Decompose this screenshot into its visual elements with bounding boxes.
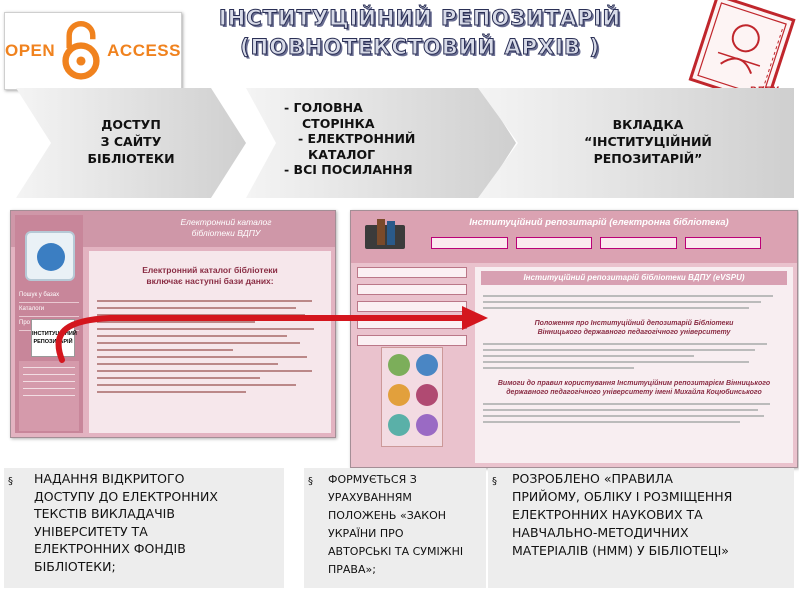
step-arrow-shape	[246, 88, 516, 198]
bottom-point-1: § НАДАННЯ ВІДКРИТОГО ДОСТУПУ ДО ЕЛЕКТРОН…	[4, 468, 284, 588]
repo-menu-item[interactable]	[357, 267, 467, 278]
repo-tabs	[431, 237, 761, 249]
page-title: ІНСТИТУЦІЙНИЙ РЕПОЗИТАРІЙ (ПОВНОТЕКСТОВИ…	[180, 4, 660, 62]
globe-icon	[25, 231, 75, 281]
bottom-line: ПРИЙОМУ, ОБЛІКУ І РОЗМІЩЕННЯ	[512, 489, 733, 504]
step1-line: З САЙТУ	[100, 134, 162, 149]
step-arrow-shape	[478, 88, 794, 198]
step2-line: - ЕЛЕКТРОННИЙ	[298, 131, 416, 146]
repo-tab[interactable]	[431, 237, 508, 249]
bottom-line: УРАХУВАННЯМ	[328, 491, 412, 504]
repo-menu-item[interactable]	[357, 301, 467, 312]
banner-label: ІНСТИТУЦІЙНИЙ	[32, 331, 77, 337]
bottom-line: ТЕКСТІВ ВИКЛАДАЧІВ	[34, 506, 175, 521]
institutional-repository-screenshot: Інституційний репозитарій (електронна бі…	[350, 210, 798, 468]
bullet-icon: §	[8, 476, 13, 487]
step-arrow-shape	[16, 88, 246, 198]
bullet-icon: §	[308, 476, 313, 487]
repo-subheading: Вінницького державного педагогічного уні…	[537, 329, 731, 336]
sidebar-info-block	[19, 361, 79, 431]
subject-icon[interactable]	[388, 354, 410, 376]
bottom-line: НАВЧАЛЬНО-МЕТОДИЧНИХ	[512, 525, 689, 540]
repo-menu-item[interactable]	[357, 284, 467, 295]
repo-content: Інституційний репозитарій бібліотеки ВДП…	[475, 267, 793, 463]
bottom-line: ПОЛОЖЕНЬ «ЗАКОН	[328, 509, 447, 522]
step2-line: КАТАЛОГ	[308, 146, 376, 162]
bullet-icon: §	[492, 476, 497, 487]
repo-subheading: Вимоги до правил користування Інституцій…	[497, 380, 771, 387]
bottom-line: ФОРМУЄТЬСЯ З	[328, 473, 417, 486]
bottom-line: БІБЛІОТЕКИ;	[34, 558, 116, 574]
catalog-heading: Електронний каталог бібліотеки	[142, 265, 278, 275]
step2-line: СТОРІНКА	[302, 115, 375, 131]
subject-icon[interactable]	[388, 384, 410, 406]
open-lock-icon	[62, 21, 100, 80]
bottom-line: ЕЛЕКТРОННИХ ФОНДІВ	[34, 541, 186, 556]
bottom-line: МАТЕРІАЛІВ (НММ) У БІБЛІОТЕЦІ»	[512, 543, 729, 558]
repo-section-title: Інституційний репозитарій бібліотеки ВДП…	[481, 271, 787, 285]
logo-word-open: OPEN	[5, 41, 56, 60]
repo-subheading: Положення про Інституційний депозитарій …	[534, 320, 734, 327]
subject-icon[interactable]	[416, 414, 438, 436]
title-line-2: (ПОВНОТЕКСТОВИЙ АРХІВ )	[240, 35, 600, 60]
repo-tab[interactable]	[600, 237, 677, 249]
sidebar-item[interactable]: Пошук у базах	[19, 289, 79, 303]
bottom-line: ДОСТУПУ ДО ЕЛЕКТРОННИХ	[34, 488, 218, 504]
bottom-line: ПРАВА»;	[328, 563, 376, 576]
subject-icons-panel	[381, 347, 443, 447]
open-access-logo: OPEN ACCESS	[4, 12, 182, 90]
bottom-line: УКРАЇНИ ПРО	[328, 527, 404, 540]
logo-word-access: ACCESS	[107, 41, 181, 60]
bottom-line: НАДАННЯ ВІДКРИТОГО	[34, 471, 185, 486]
step3-line: “ІНСТИТУЦІЙНИЙ	[584, 134, 712, 149]
title-line-1: ІНСТИТУЦІЙНИЙ РЕПОЗИТАРІЙ	[218, 6, 622, 31]
step-box-3: ВКЛАДКА “ІНСТИТУЦІЙНИЙ РЕПОЗИТАРІЙ”	[478, 88, 794, 198]
repo-tab[interactable]	[684, 237, 761, 249]
library-catalog-screenshot: Електронний каталог бібліотеки ВДПУ Пошу…	[10, 210, 336, 438]
subject-icon[interactable]	[416, 354, 438, 376]
repo-menu	[357, 267, 467, 352]
repo-header-title: Інституційний репозитарій (електронна бі…	[469, 217, 729, 228]
repo-menu-item[interactable]	[357, 335, 467, 346]
catalog-content: Електронний каталог бібліотеки включає н…	[89, 251, 331, 433]
step2-line: - ГОЛОВНА	[284, 100, 363, 115]
bottom-point-3: § РОЗРОБЛЕНО «ПРАВИЛА ПРИЙОМУ, ОБЛІКУ І …	[488, 468, 794, 588]
step-box-2: - ГОЛОВНА СТОРІНКА - ЕЛЕКТРОННИЙ КАТАЛОГ…	[246, 88, 526, 198]
step1-line: ДОСТУП	[101, 117, 161, 132]
bottom-line: АВТОРСЬКІ ТА СУМІЖНІ	[328, 545, 464, 558]
subject-icon[interactable]	[416, 384, 438, 406]
banner-label: РЕПОЗИТАРІЙ	[33, 339, 73, 345]
bottom-line: УНІВЕРСИТЕТУ ТА	[34, 523, 148, 539]
repo-subheading: державного педагогічного університету ім…	[506, 389, 762, 396]
catalog-header-line: Електронний каталог	[180, 217, 272, 227]
repo-tab[interactable]	[515, 237, 592, 249]
subject-icon[interactable]	[388, 414, 410, 436]
step3-line: ВКЛАДКА	[612, 117, 684, 132]
bottom-line: ЕЛЕКТРОННИХ НАУКОВИХ ТА	[512, 507, 703, 522]
catalog-header-line: бібліотеки ВДПУ	[191, 228, 261, 238]
step-box-1: ДОСТУП З САЙТУ БІБЛІОТЕКИ	[6, 88, 246, 198]
step1-line: БІБЛІОТЕКИ	[87, 151, 175, 166]
sidebar-item[interactable]: Каталоги	[19, 303, 79, 317]
catalog-heading: включає наступні бази даних:	[146, 276, 274, 286]
books-laptop-icon	[359, 215, 421, 255]
step3-line: РЕПОЗИТАРІЙ”	[593, 151, 703, 166]
university-seal-icon: ВДПУ	[688, 0, 796, 100]
bottom-point-2: § ФОРМУЄТЬСЯ З УРАХУВАННЯМ ПОЛОЖЕНЬ «ЗАК…	[304, 468, 486, 588]
step2-line: - ВСІ ПОСИЛАННЯ	[284, 162, 413, 177]
bottom-line: РОЗРОБЛЕНО «ПРАВИЛА	[512, 471, 673, 486]
